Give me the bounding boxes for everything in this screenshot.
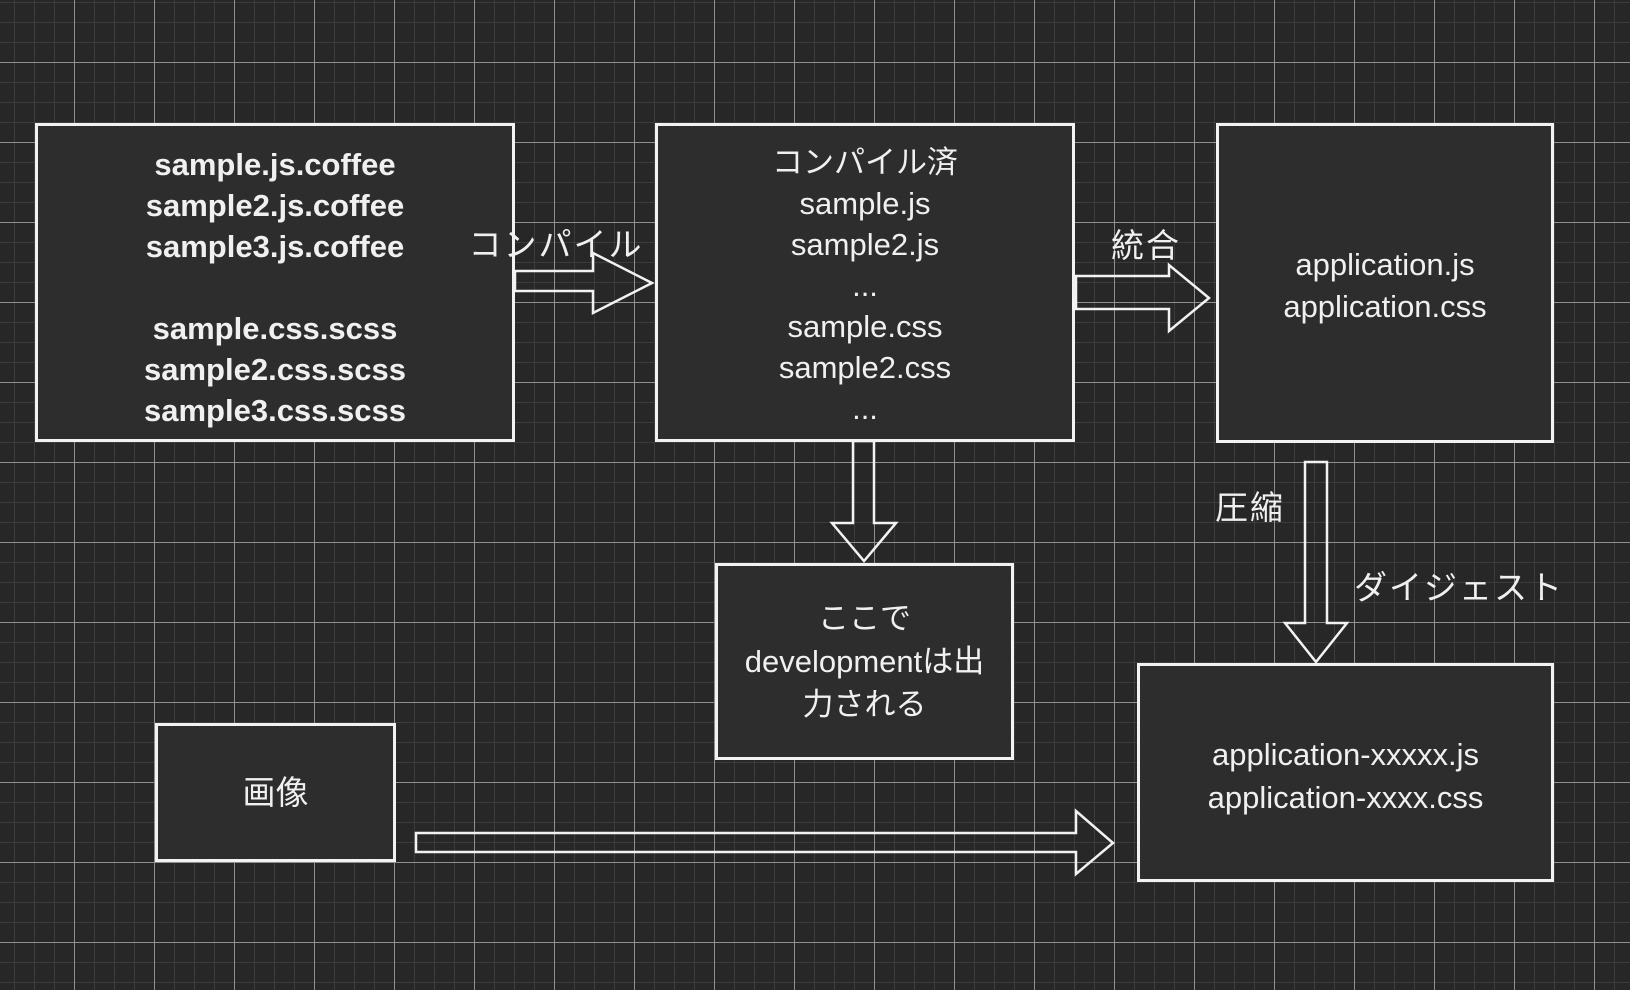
label-integrate: 統合: [1111, 227, 1181, 264]
compile-arrow: [513, 250, 655, 316]
compress-digest-arrow: [1282, 460, 1350, 665]
images-arrow: [414, 808, 1115, 877]
label-compress: 圧縮: [1215, 489, 1285, 526]
images-text: 画像: [242, 774, 309, 811]
dev-output-arrow: [829, 439, 899, 563]
label-digest: ダイジェスト: [1354, 569, 1564, 606]
label-compile: コンパイル: [468, 226, 644, 263]
box-images: 画像: [155, 723, 396, 862]
integrate-arrow: [1074, 262, 1211, 334]
